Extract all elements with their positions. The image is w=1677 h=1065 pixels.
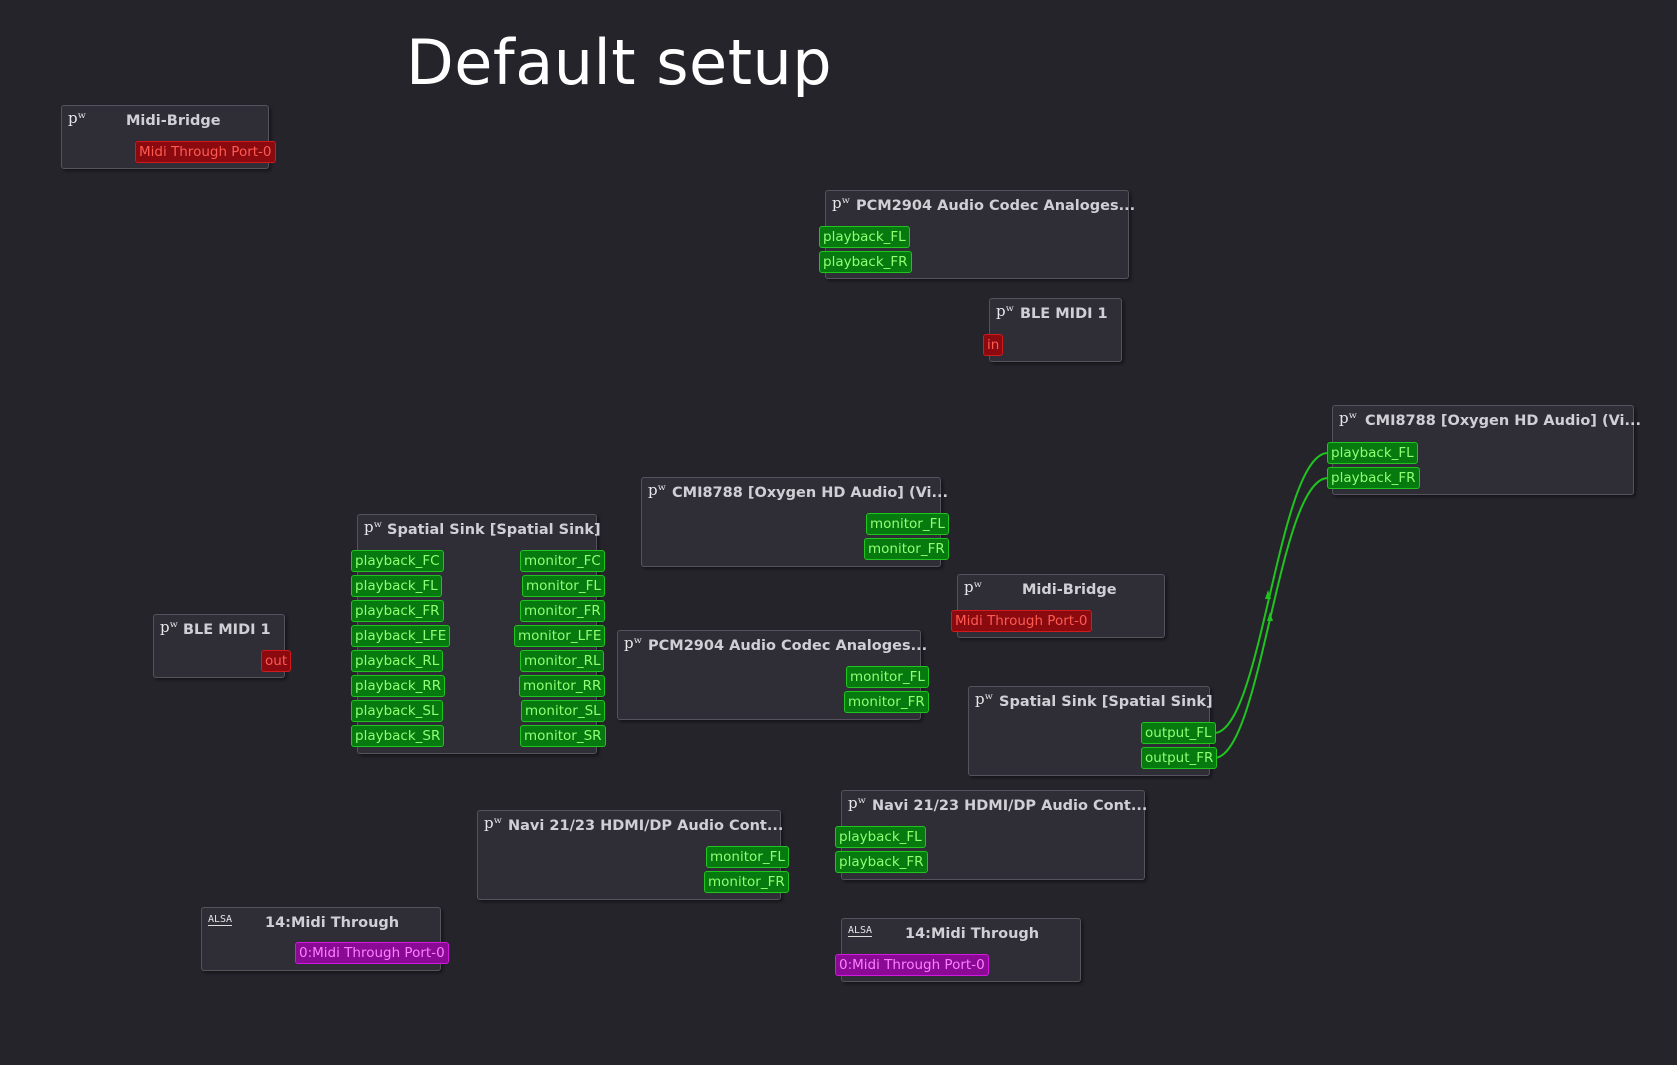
port-playback-fr[interactable]: playback_FR [351,600,444,622]
port-alsa-midi-through-out[interactable]: 0:Midi Through Port-0 [295,942,449,964]
node-title: BLE MIDI 1 [1020,306,1108,322]
node-title: Navi 21/23 HDMI/DP Audio Cont... [872,798,1148,814]
node-title: CMI8788 [Oxygen HD Audio] (Vi... [1365,413,1642,429]
node-title: Midi-Bridge [1022,582,1117,598]
wire-arrow-icon [1267,612,1273,621]
port-monitor-fr[interactable]: monitor_FR [864,538,949,560]
port-midi-through-out[interactable]: Midi Through Port-0 [135,141,276,163]
port-monitor-sl[interactable]: monitor_SL [521,700,605,722]
pipewire-icon: pʷ [624,634,643,652]
port-playback-fc[interactable]: playback_FC [351,550,444,572]
pipewire-icon: pʷ [996,302,1015,320]
port-playback-sl[interactable]: playback_SL [351,700,443,722]
pipewire-icon: pʷ [648,481,667,499]
node-title: Midi-Bridge [126,113,221,129]
port-monitor-fr[interactable]: monitor_FR [520,600,605,622]
port-alsa-midi-through-in[interactable]: 0:Midi Through Port-0 [835,954,989,976]
port-monitor-lfe[interactable]: monitor_LFE [514,625,606,647]
pipewire-icon: pʷ [484,814,503,832]
port-midi-in[interactable]: in [983,334,1004,356]
port-playback-fr[interactable]: playback_FR [819,251,912,273]
pipewire-icon: pʷ [160,618,179,636]
wire-arrow-icon [1265,590,1271,599]
alsa-icon: ALSA [848,925,873,937]
pipewire-icon: pʷ [848,794,867,812]
pipewire-icon: pʷ [975,690,994,708]
port-output-fr[interactable]: output_FR [1141,747,1218,769]
port-monitor-rl[interactable]: monitor_RL [520,650,605,672]
port-playback-fl[interactable]: playback_FL [1327,442,1418,464]
port-midi-out[interactable]: out [261,650,292,672]
wire-output-fl-to-playback-fl[interactable] [1213,452,1329,734]
node-title: Navi 21/23 HDMI/DP Audio Cont... [508,818,784,834]
node-title: Spatial Sink [Spatial Sink] [999,694,1213,710]
node-ble-midi-in[interactable]: pʷ BLE MIDI 1 [989,298,1122,362]
port-playback-lfe[interactable]: playback_LFE [351,625,451,647]
port-playback-rl[interactable]: playback_RL [351,650,444,672]
node-title: Spatial Sink [Spatial Sink] [387,522,601,538]
alsa-icon: ALSA [208,914,233,926]
port-monitor-fl[interactable]: monitor_FL [866,513,949,535]
pipewire-icon: pʷ [68,109,87,127]
node-title: CMI8788 [Oxygen HD Audio] (Vi... [672,485,949,501]
port-midi-through-in[interactable]: Midi Through Port-0 [951,610,1092,632]
port-monitor-sr[interactable]: monitor_SR [520,725,606,747]
node-title: 14:Midi Through [265,915,400,931]
node-title: PCM2904 Audio Codec Analoges... [856,198,1136,214]
port-playback-fr[interactable]: playback_FR [1327,467,1420,489]
port-monitor-fl[interactable]: monitor_FL [522,575,605,597]
port-monitor-fl[interactable]: monitor_FL [846,666,929,688]
pipewire-icon: pʷ [832,194,851,212]
pipewire-icon: pʷ [1339,409,1358,427]
node-title: 14:Midi Through [905,926,1040,942]
pipewire-icon: pʷ [964,578,983,596]
port-monitor-fc[interactable]: monitor_FC [520,550,605,572]
port-playback-rr[interactable]: playback_RR [351,675,446,697]
port-monitor-rr[interactable]: monitor_RR [519,675,606,697]
port-playback-fr[interactable]: playback_FR [835,851,928,873]
port-playback-fl[interactable]: playback_FL [819,226,910,248]
port-monitor-fr[interactable]: monitor_FR [844,691,929,713]
pipewire-icon: pʷ [364,518,383,536]
node-title: PCM2904 Audio Codec Analoges... [648,638,928,654]
port-playback-sr[interactable]: playback_SR [351,725,445,747]
node-title: BLE MIDI 1 [183,622,271,638]
port-monitor-fl[interactable]: monitor_FL [706,846,789,868]
page-title: Default setup [406,26,833,99]
port-playback-fl[interactable]: playback_FL [835,826,926,848]
port-playback-fl[interactable]: playback_FL [351,575,442,597]
port-output-fl[interactable]: output_FL [1141,722,1216,744]
wire-output-fr-to-playback-fr[interactable] [1213,477,1329,759]
port-monitor-fr[interactable]: monitor_FR [704,871,789,893]
